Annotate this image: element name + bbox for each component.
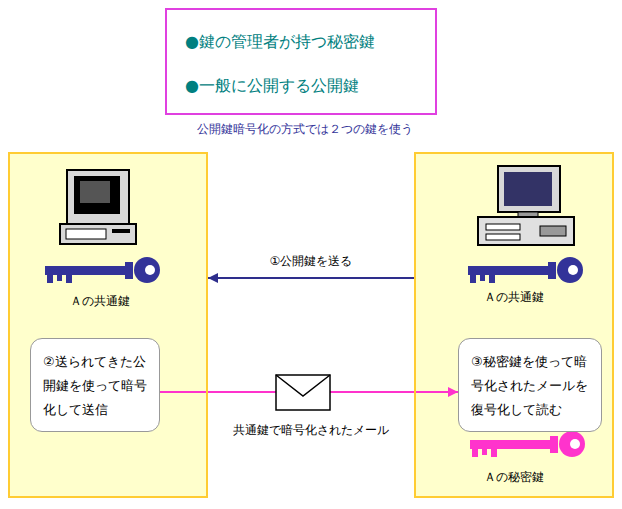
secret-key-icon — [470, 431, 585, 457]
left-computer-icon — [60, 170, 136, 244]
right-computer-icon — [478, 166, 574, 245]
caption-text: 公開鍵暗号化の方式では２つの鍵を使う — [197, 121, 413, 138]
key-note: ●一般に公開する公開鍵 — [185, 76, 359, 97]
step-box: ③秘密鍵を使って暗号化されたメールを復号化して読む — [458, 338, 602, 432]
left-panel-ground — [8, 152, 208, 498]
sender-panel: Ａの共通鍵 ②送られてきた公開鍵を使って暗号化して送信 — [8, 152, 208, 498]
key-note: ●鍵の管理者が持つ秘密鍵 — [185, 32, 375, 53]
key-label: Ａの共通鍵 — [484, 290, 544, 306]
legend-box: ●鍵の管理者が持つ秘密鍵 ●一般に公開する公開鍵 — [165, 8, 437, 115]
arrow-connector — [208, 277, 414, 279]
right-panel-ground — [414, 152, 614, 498]
envelope-icon — [276, 375, 330, 410]
right-public-key-icon — [468, 257, 583, 283]
left-public-key-icon — [45, 257, 160, 283]
step-text: ③秘密鍵を使って暗号化されたメールを復号化して読む — [471, 350, 593, 422]
key-label: Ａの秘密鍵 — [484, 470, 544, 486]
key-label: Ａの共通鍵 — [70, 294, 130, 310]
arrow-label: 共通鍵で暗号化されたメール — [233, 422, 389, 439]
receiver-panel: Ａの共通鍵 Ａの秘密鍵 ③秘密鍵を使って暗号化されたメールを復号化して読む — [414, 152, 614, 498]
step-text: ②送られてきた公開鍵を使って暗号化して送信 — [43, 350, 151, 422]
step-box: ②送られてきた公開鍵を使って暗号化して送信 — [30, 338, 160, 432]
arrow-label: ①公開鍵を送る — [270, 253, 353, 270]
